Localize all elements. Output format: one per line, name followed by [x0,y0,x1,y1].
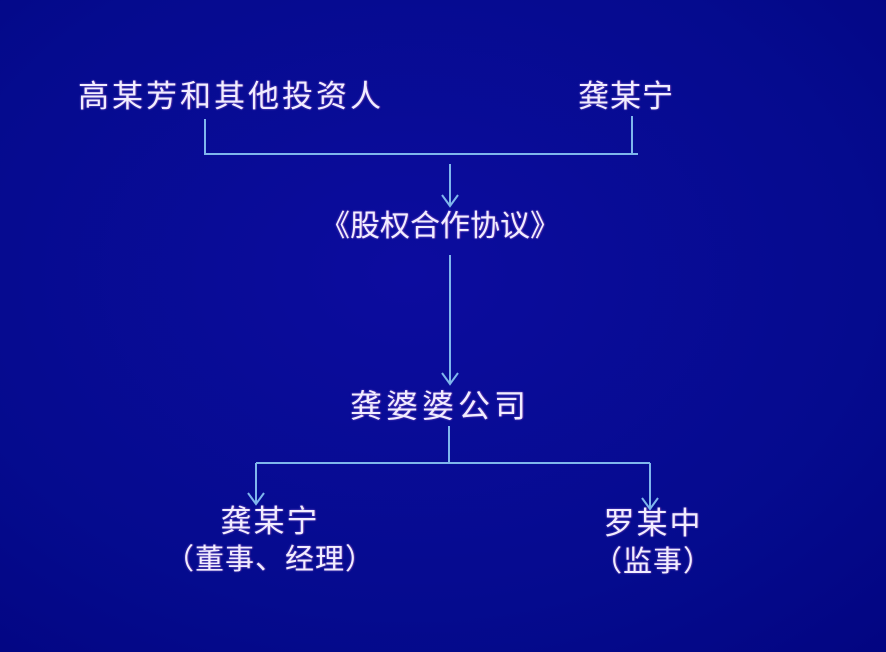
node-gong-bottom-role: （董事、经理） [164,544,376,576]
node-gong-bottom-name: 龚某宁 [220,504,320,539]
node-agreement-label: 《股权合作协议》 [320,210,560,243]
node-investors-label: 高某芳和其他投资人 [78,79,384,114]
node-luo-bottom: 罗某中 （监事） [593,506,713,582]
node-luo-bottom-name: 罗某中 [603,506,703,541]
node-gong-bottom: 龚某宁 （董事、经理） [165,504,375,580]
arrow-to-agreement-head [441,194,459,208]
node-company-label: 龚婆婆公司 [349,388,531,424]
node-gong-top-label: 龚某宁 [578,79,674,114]
node-luo-bottom-role: （监事） [592,546,714,578]
arrow-to-company-head [441,372,459,386]
arrow-to-luo-head [641,497,659,511]
arrow-to-gong-head [247,492,265,506]
